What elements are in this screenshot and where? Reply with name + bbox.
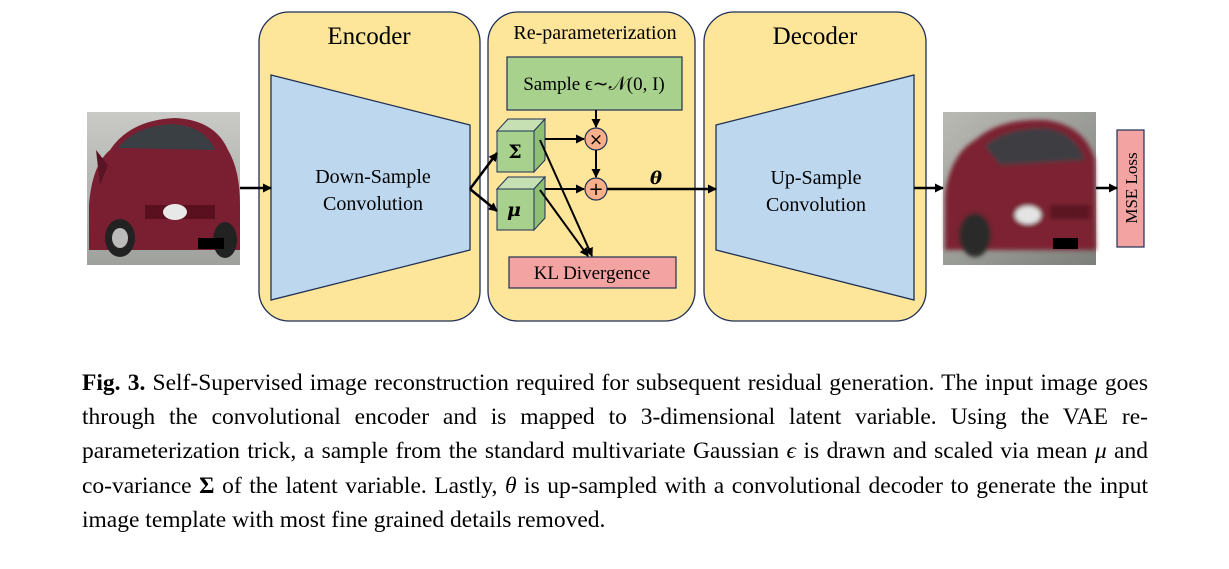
figure-caption: Fig. 3. Self-Supervised image reconstruc… [82,366,1148,537]
encoder-label-line1: Down-Sample [315,166,431,188]
caption-text-3: and co-variance [82,438,1148,499]
input-car-image [87,112,240,265]
encoder-trapezoid [270,74,471,301]
caption-text-1: Self-Supervised image reconstruction req… [82,370,1148,465]
mse-loss-label: MSE Loss [1122,152,1141,223]
sigma-label: Σ [508,141,521,163]
mu-cube [495,175,547,232]
arrow-encoder-to-sigma [468,152,499,190]
caption-theta: θ [504,472,517,499]
arrows [240,110,1118,257]
mu-label: μ [507,199,521,221]
decoder-label-line1: Up-Sample [770,167,861,189]
mse-loss-box [1116,129,1145,248]
caption-epsilon: ϵ [786,438,797,465]
caption-fig-label: Fig. 3. [82,370,146,396]
arrow-encoder-to-mu [469,187,498,213]
kl-divergence-box [508,256,677,289]
output-car-image [943,112,1096,265]
arrow-sigma-to-kl [539,139,593,257]
encoder-title: Encoder [327,23,411,50]
kl-divergence-label: KL Divergence [534,263,651,284]
vae-diagram: Encoder Down-Sample Convolution Re-param… [87,11,1145,322]
decoder-title: Decoder [773,23,858,50]
sigma-cube [495,117,547,174]
sample-box [506,56,683,111]
multiply-symbol: × [589,130,603,150]
caption-text-5: is up-sampled with a convolutional decod… [82,472,1148,533]
encoder-label-line2: Convolution [323,193,423,215]
caption-sigma: Σ [199,472,215,499]
caption-text-2: is drawn and scaled via mean [796,438,1095,465]
decoder-label-line2: Convolution [766,194,866,216]
arrow-mu-to-kl [539,189,589,257]
caption-mu: μ [1094,438,1107,465]
theta-label: θ [650,168,662,189]
caption-text-4: of the latent variable. Lastly, [214,472,505,499]
add-symbol: + [588,179,603,200]
reparam-title: Re-parameterization [513,22,676,44]
sample-label: Sample ϵ∼𝒩(0, I) [523,74,665,95]
decoder-trapezoid [715,74,915,301]
